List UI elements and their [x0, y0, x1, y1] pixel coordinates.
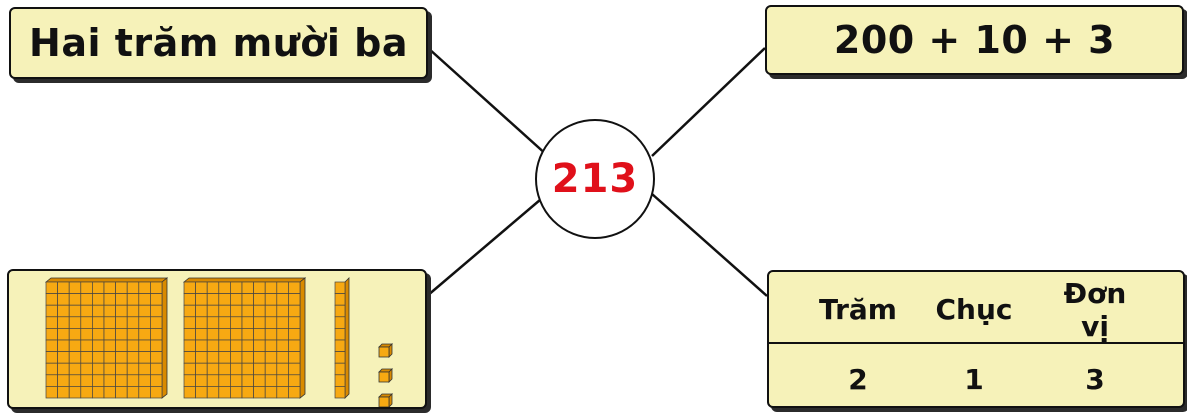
header-tens: Chục — [935, 293, 1013, 326]
base-ten-blocks-box — [7, 269, 427, 409]
expanded-form-text: 200 + 10 + 3 — [833, 18, 1116, 62]
table-divider — [769, 342, 1183, 344]
number-words-box: Hai trăm mười ba — [9, 7, 428, 79]
header-ones: Đơn vị — [1063, 276, 1127, 343]
one-cube — [378, 343, 393, 358]
line-to-blocks — [426, 193, 548, 297]
digit-hundreds: 2 — [848, 362, 868, 396]
center-number-circle: 213 — [535, 119, 655, 239]
ten-rod — [334, 277, 350, 399]
hundred-flat — [182, 277, 307, 399]
line-to-words — [427, 47, 549, 157]
header-hundreds: Trăm — [819, 293, 897, 326]
center-number: 213 — [551, 156, 639, 202]
base-ten-blocks — [44, 277, 393, 407]
expanded-form-box: 200 + 10 + 3 — [765, 5, 1184, 75]
one-cube — [378, 368, 393, 383]
line-to-expanded — [651, 47, 766, 157]
digit-ones: 3 — [1085, 362, 1105, 396]
number-words-text: Hai trăm mười ba — [29, 21, 408, 65]
digit-tens: 1 — [964, 362, 984, 396]
one-cube — [378, 393, 393, 407]
hundred-flat — [44, 277, 169, 399]
place-value-header-row: Trăm Chục Đơn vị — [769, 277, 1183, 343]
line-to-table — [651, 193, 768, 297]
place-value-digit-row: 2 1 3 — [769, 354, 1183, 404]
place-value-table: Trăm Chục Đơn vị 2 1 3 — [767, 270, 1185, 408]
